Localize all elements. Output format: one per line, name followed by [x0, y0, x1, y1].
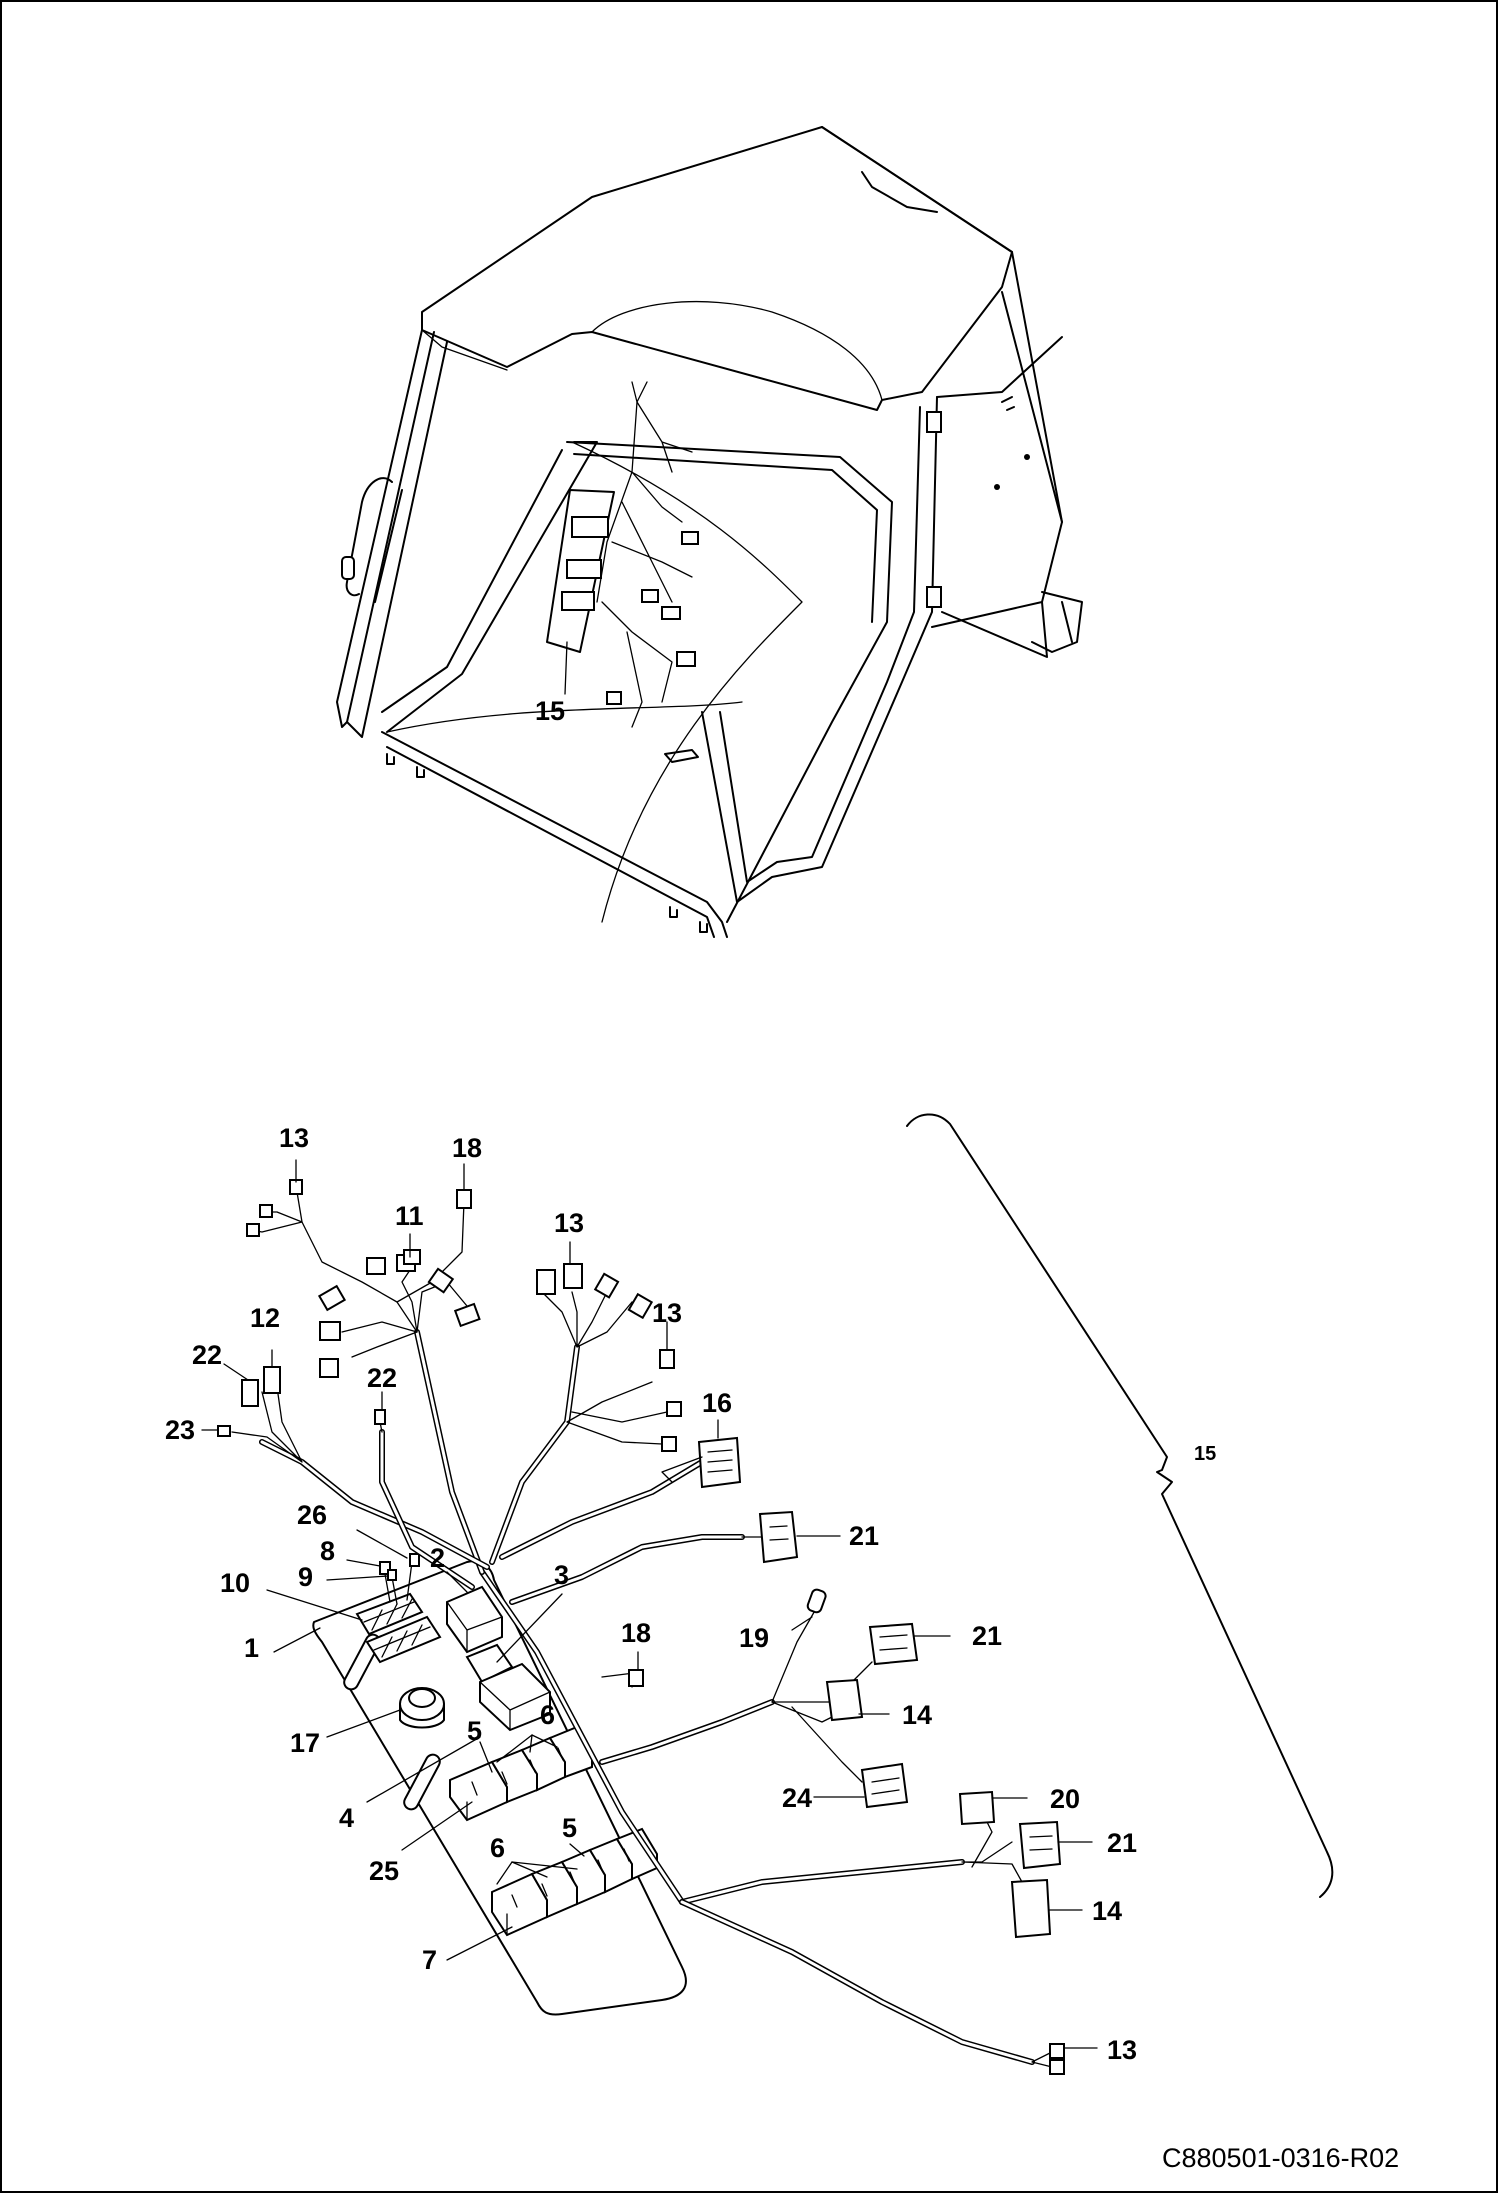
connector-16 [661, 1436, 742, 1489]
cab-assembly-view: 15 [336, 126, 1083, 938]
plate-slot-lower [403, 1753, 441, 1811]
callout-5-bottom: 5 [562, 1813, 577, 1843]
callout-19: 19 [739, 1623, 769, 1653]
cab-right-door-frame [701, 396, 938, 903]
callout-12: 12 [250, 1303, 280, 1333]
callout-14-top: 14 [902, 1700, 932, 1730]
callout-11: 11 [395, 1201, 424, 1231]
callout-17: 17 [290, 1728, 320, 1758]
callout-8: 8 [320, 1536, 335, 1566]
cab-left-rear-post [346, 331, 448, 738]
callout-21-top: 21 [849, 1521, 879, 1551]
callout-6-top: 6 [540, 1700, 555, 1730]
callout-5-top: 5 [467, 1716, 482, 1746]
cab-right-side-panel [931, 291, 1063, 628]
connector-21-top [741, 1510, 799, 1564]
connector-14-top [825, 1678, 864, 1722]
connector-21-bottom [1018, 1820, 1062, 1870]
callout-13-right: 13 [652, 1298, 682, 1328]
harness-exploded-view: 13 18 11 13 13 12 22 22 23 16 26 8 9 10 … [165, 1113, 1334, 2075]
callout-18-mid: 18 [621, 1618, 651, 1648]
relay-3 [465, 1643, 514, 1684]
connector-24 [860, 1762, 909, 1809]
leader-lines [201, 1159, 1098, 2049]
callout-25: 25 [369, 1856, 399, 1886]
callout-3: 3 [554, 1560, 569, 1590]
cab-rear-window-frame [566, 441, 893, 923]
cab-floor-edge [381, 731, 728, 938]
callout-18-top: 18 [452, 1133, 482, 1163]
cab-grab-handle [345, 477, 393, 597]
cab-harness [596, 401, 693, 728]
relay-row-lower [491, 1827, 658, 1937]
callout-6-bottom: 6 [490, 1833, 505, 1863]
cab-callout-15: 15 [535, 696, 565, 726]
callout-22-left: 22 [192, 1340, 222, 1370]
callout-10: 10 [220, 1568, 250, 1598]
cab-fuse-panel [546, 489, 615, 653]
callout-1: 1 [244, 1633, 259, 1663]
callout-2: 2 [430, 1543, 445, 1573]
callout-7: 7 [422, 1945, 437, 1975]
connector-20 [958, 1790, 996, 1826]
callout-20: 20 [1050, 1784, 1080, 1814]
relay-2 [446, 1585, 503, 1654]
document-id: C880501-0316-R02 [1162, 2143, 1399, 2173]
callout-13-bottom: 13 [1107, 2035, 1137, 2065]
callout-16: 16 [702, 1388, 732, 1418]
callout-21-mid: 21 [972, 1621, 1002, 1651]
callout-22-mid: 22 [367, 1363, 397, 1393]
callout-24: 24 [782, 1783, 812, 1813]
assembly-callout-15: 15 [1194, 1443, 1216, 1465]
callout-26: 26 [297, 1500, 327, 1530]
cab-roof [421, 126, 1013, 411]
assembly-brace [906, 1113, 1334, 1898]
callout-4: 4 [339, 1803, 354, 1833]
callout-13-mid: 13 [554, 1208, 584, 1238]
callout-14-bottom: 14 [1092, 1896, 1122, 1926]
connector-14-bottom [1010, 1878, 1052, 1939]
fuse-block [355, 1592, 442, 1664]
callout-21-bottom: 21 [1107, 1828, 1137, 1858]
cab-left-door-frame [386, 441, 598, 733]
connector-21-mid [868, 1622, 919, 1666]
callout-23: 23 [165, 1415, 195, 1445]
relay-4 [479, 1662, 551, 1732]
callout-9: 9 [298, 1562, 313, 1592]
relay-row-upper [449, 1725, 593, 1822]
callout-13-top-left: 13 [279, 1123, 309, 1153]
mounting-plate [312, 1560, 687, 2016]
